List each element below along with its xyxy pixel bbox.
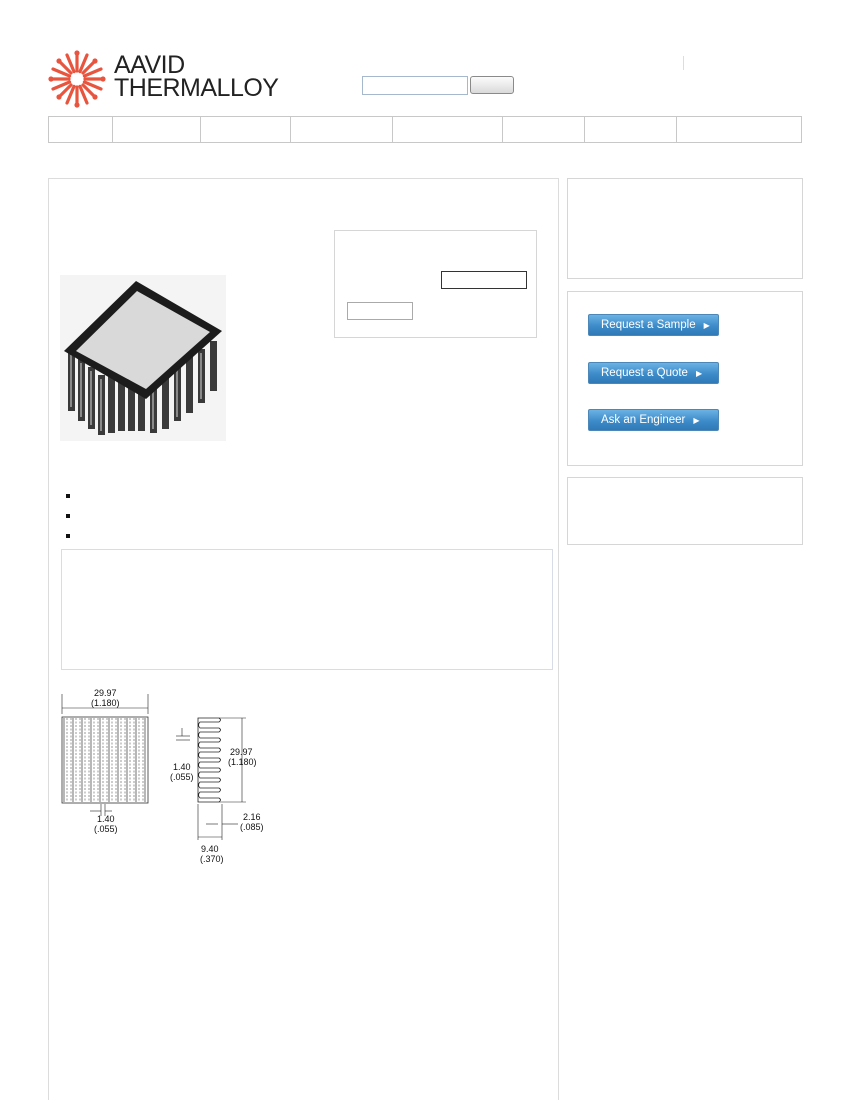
request-sample-button[interactable]: Request a Sample ▶ bbox=[588, 314, 719, 336]
ask-engineer-label: Ask an Engineer bbox=[601, 414, 686, 426]
dim-total-height-in: (.370) bbox=[200, 854, 224, 864]
brand-name-line2: THERMALLOY bbox=[114, 74, 279, 102]
dim-side-height-in: (1.180) bbox=[228, 757, 257, 767]
header-divider bbox=[683, 56, 684, 70]
dim-base-thk: 2.16 bbox=[243, 812, 261, 822]
play-arrow-icon: ▶ bbox=[693, 415, 700, 425]
spec-input[interactable] bbox=[441, 271, 527, 289]
dim-side-fin-in: (.055) bbox=[170, 772, 194, 782]
dim-fin-gap: 1.40 bbox=[97, 814, 115, 824]
play-arrow-icon: ▶ bbox=[703, 320, 710, 330]
play-arrow-icon: ▶ bbox=[695, 368, 703, 378]
nav-item-6[interactable] bbox=[503, 117, 585, 142]
dim-top-width: 29.97 bbox=[94, 688, 117, 698]
search-button[interactable] bbox=[470, 76, 514, 94]
spec-select[interactable] bbox=[347, 302, 413, 320]
sidebar-box-top bbox=[567, 178, 803, 279]
mechanical-drawing: 29.97 (1.180) 1.40 (.055) 29.97 (1.180) … bbox=[61, 688, 264, 864]
request-quote-button[interactable]: Request a Quote ▶ bbox=[588, 362, 719, 384]
product-image bbox=[60, 275, 226, 441]
dim-total-height: 9.40 bbox=[201, 844, 219, 854]
nav-item-2[interactable] bbox=[113, 117, 201, 142]
spec-selector-box bbox=[334, 230, 537, 338]
dim-top-width-in: (1.180) bbox=[91, 698, 120, 708]
feature-bullet-3 bbox=[66, 534, 70, 538]
nav-item-5[interactable] bbox=[393, 117, 503, 142]
dim-side-height: 29.97 bbox=[230, 747, 253, 757]
brand-logo[interactable]: AAVID THERMALLOY bbox=[48, 50, 279, 108]
main-nav bbox=[48, 116, 802, 143]
dim-fin-gap-in: (.055) bbox=[94, 824, 118, 834]
brand-name-line1: AAVID bbox=[114, 51, 185, 79]
product-panel bbox=[48, 178, 559, 1100]
nav-item-7[interactable] bbox=[585, 117, 677, 142]
sidebar-box-bottom bbox=[567, 477, 803, 545]
nav-item-1[interactable] bbox=[49, 117, 113, 142]
dim-base-thk-in: (.085) bbox=[240, 822, 264, 832]
sidebar-box-actions bbox=[567, 291, 803, 466]
request-quote-label: Request a Quote bbox=[601, 367, 688, 379]
dim-side-fin: 1.40 bbox=[173, 762, 191, 772]
heatsink-photo-icon bbox=[60, 275, 226, 441]
starburst-logo-icon bbox=[48, 50, 106, 108]
nav-item-8[interactable] bbox=[677, 117, 801, 142]
request-sample-label: Request a Sample bbox=[601, 319, 696, 331]
ask-engineer-button[interactable]: Ask an Engineer ▶ bbox=[588, 409, 719, 431]
feature-bullet-1 bbox=[66, 494, 70, 498]
nav-item-4[interactable] bbox=[291, 117, 393, 142]
nav-item-3[interactable] bbox=[201, 117, 291, 142]
features-box bbox=[61, 549, 553, 670]
feature-bullet-2 bbox=[66, 514, 70, 518]
search-input[interactable] bbox=[362, 76, 468, 95]
